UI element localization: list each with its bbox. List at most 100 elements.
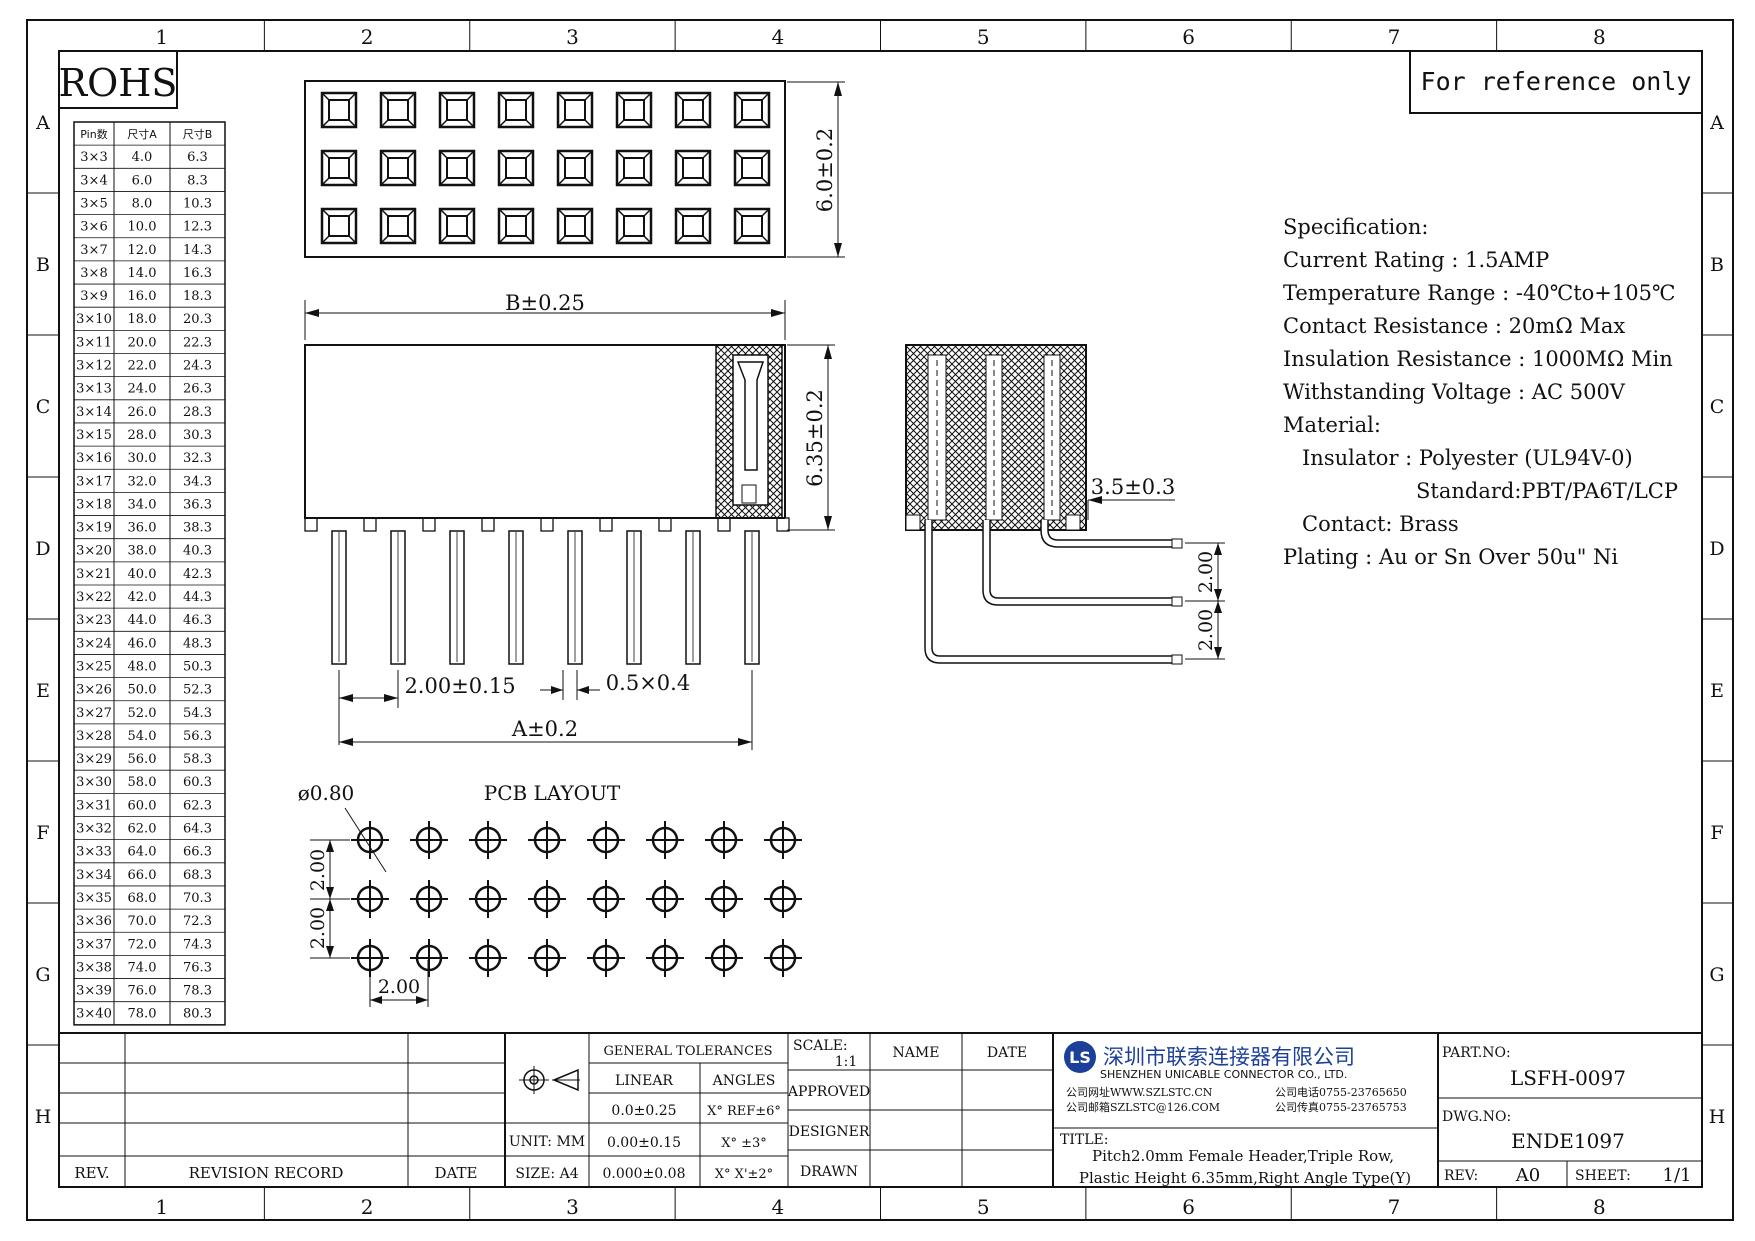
pin-table-cell: 3×25 [76, 659, 112, 674]
pin-table-cell: 3×16 [76, 451, 112, 466]
row-label: H [35, 1106, 52, 1128]
logo-text: LS [1069, 1048, 1091, 1067]
pin-table-cell: 3×24 [76, 636, 112, 651]
spec-line: Material: [1283, 413, 1381, 437]
pin-table-cell: 3×31 [76, 798, 112, 813]
dim-pcb-v2: 2.00 [307, 907, 329, 949]
pin-table-cell: 80.3 [183, 1007, 212, 1022]
linear-tol-3: 0.000±0.08 [603, 1166, 686, 1182]
pin-table-cell: 36.0 [128, 521, 157, 536]
pin-table-header: 尺寸B [183, 127, 213, 141]
pin-table-cell: 70.0 [128, 914, 157, 929]
row-label: A [1709, 112, 1724, 134]
scale-value: 1:1 [835, 1054, 858, 1070]
spec-line: Contact Resistance : 20mΩ Max [1283, 314, 1625, 338]
pin-table-cell: 28.0 [128, 428, 157, 443]
pin-table-cell: 3×4 [80, 173, 107, 188]
dim-pitch-v1: 2.00 [1195, 551, 1217, 593]
column-label: 2 [361, 1195, 374, 1219]
pin-table-cell: 74.3 [183, 937, 212, 952]
pin-table-cell: 10.0 [128, 220, 157, 235]
dwg-no: ENDE1097 [1511, 1129, 1625, 1153]
pin-table-cell: 8.0 [132, 196, 153, 211]
pin-table-cell: 56.3 [183, 729, 212, 744]
revision-record-label: REVISION RECORD [189, 1164, 344, 1182]
pin-table-cell: 3×34 [76, 868, 112, 883]
pin-table-cell: 78.0 [128, 1007, 157, 1022]
column-label: 3 [566, 1195, 579, 1219]
pin-table-header: 尺寸A [127, 127, 157, 141]
pin-table-cell: 46.0 [128, 636, 157, 651]
pin-table-cell: 78.3 [183, 984, 212, 999]
dim-height-top: 6.0±0.2 [813, 128, 837, 212]
reference-box [1409, 50, 1703, 114]
name-label: NAME [893, 1045, 940, 1061]
column-label: 3 [566, 25, 579, 49]
dim-pin-size: 0.5×0.4 [606, 671, 690, 695]
pin-table-cell: 3×20 [76, 544, 112, 559]
pin-table-cell: 6.3 [187, 150, 208, 165]
pin-table-cell: 58.0 [128, 775, 157, 790]
pin-table-cell: 3×12 [76, 359, 112, 374]
pin-table-cell: 40.3 [183, 544, 212, 559]
pin-table-cell: 3×7 [80, 243, 107, 258]
pin-table-cell: 70.3 [183, 891, 212, 906]
pin-table-cell: 18.0 [128, 312, 157, 327]
column-label: 8 [1593, 1195, 1606, 1219]
row-label: E [36, 680, 50, 702]
row-label: H [1709, 1106, 1726, 1128]
column-label: 1 [155, 25, 168, 49]
pin-table-cell: 38.0 [128, 544, 157, 559]
linear-label: LINEAR [615, 1073, 673, 1089]
pin-table-cell: 20.3 [183, 312, 212, 327]
pin-table-cell: 54.3 [183, 706, 212, 721]
row-label: G [35, 964, 50, 986]
pin-table-cell: 66.3 [183, 845, 212, 860]
pin-table-cell: 3×9 [80, 289, 107, 304]
pin-table-cell: 76.0 [128, 984, 157, 999]
title-block: REV. REVISION RECORD DATE UNIT: MM SIZE:… [59, 1032, 1702, 1187]
pin-table-cell: 34.0 [128, 497, 157, 512]
pin-table-cell: 3×22 [76, 590, 112, 605]
pin-table-cell: 62.3 [183, 798, 212, 813]
pin-table-cell: 60.0 [128, 798, 157, 813]
row-label: C [36, 396, 51, 418]
front-view: B±0.25 6.35±0.2 2.00±0.15 0.5×0.4 A±0.2 [304, 291, 835, 750]
dim-width-a: A±0.2 [511, 717, 578, 741]
company-email: 公司邮箱SZLSTC@126.COM [1066, 1100, 1220, 1114]
pin-table-cell: 10.3 [183, 196, 212, 211]
pin-table-cell: 64.0 [128, 845, 157, 860]
pin-table-cell: 3×3 [80, 150, 107, 165]
spec-line: Contact: Brass [1302, 512, 1459, 536]
pin-table-cell: 30.3 [183, 428, 212, 443]
row-label: D [1709, 538, 1724, 560]
linear-tol-2: 0.00±0.15 [607, 1135, 681, 1151]
top-view: 6.0±0.2 [304, 80, 845, 258]
pin-table-cell: 16.0 [128, 289, 157, 304]
pin-table-cell: 26.3 [183, 382, 212, 397]
pin-table-cell: 3×8 [80, 266, 107, 281]
company-tel: 公司电话0755-23765650 [1275, 1086, 1407, 1099]
sheet-value: 1/1 [1663, 1165, 1692, 1186]
column-label: 7 [1388, 1195, 1401, 1219]
row-label: G [1709, 964, 1724, 986]
column-label: 1 [155, 1195, 168, 1219]
pin-table-cell: 3×40 [76, 1007, 112, 1022]
pin-table-cell: 3×21 [76, 567, 112, 582]
designer-label: DESIGNER [789, 1124, 870, 1140]
row-label: F [1710, 822, 1723, 844]
angle-tol-1: X° REF±6° [707, 1104, 781, 1119]
dim-pcb-h: 2.00 [378, 976, 420, 998]
pin-table-cell: 28.3 [183, 405, 212, 420]
pin-table-cell: 50.3 [183, 659, 212, 674]
pin-table-cell: 60.3 [183, 775, 212, 790]
scale-label: SCALE: [793, 1038, 848, 1054]
pin-table-cell: 3×26 [76, 683, 112, 698]
spec-line: Withstanding Voltage : AC 500V [1283, 380, 1626, 404]
pin-table-cell: 3×30 [76, 775, 112, 790]
unit-label: UNIT: MM [509, 1134, 585, 1150]
pin-table-cell: 74.0 [128, 960, 157, 975]
pin-table-cell: 44.3 [183, 590, 212, 605]
company-fax: 公司传真0755-23765753 [1275, 1100, 1407, 1114]
title-label: TITLE: [1060, 1132, 1108, 1148]
